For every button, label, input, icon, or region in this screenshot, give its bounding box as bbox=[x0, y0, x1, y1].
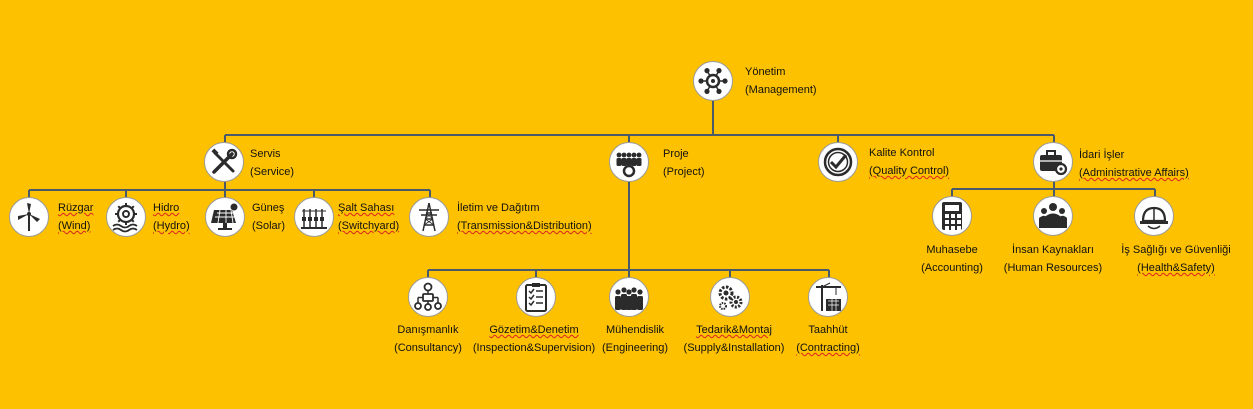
child-sub: (Transmission&Distribution) bbox=[457, 220, 592, 232]
child-sub: (Switchyard) bbox=[338, 220, 400, 232]
child-name: Taahhüt bbox=[808, 324, 848, 336]
briefcase-gear-icon-glyph bbox=[1040, 150, 1068, 176]
flow-diagram-icon-glyph bbox=[414, 282, 442, 311]
gear-network-icon bbox=[693, 61, 733, 101]
idari-sub: (Administrative Affairs) bbox=[1079, 167, 1189, 179]
project-child-label: Mühendislik (Engineering) bbox=[585, 321, 685, 357]
kalite-name: Kalite Kontrol bbox=[869, 147, 935, 159]
proje-label: Proje (Project) bbox=[663, 145, 705, 181]
child-sub: (Supply&Installation) bbox=[683, 342, 785, 354]
wrench-screwdriver-icon bbox=[204, 142, 244, 182]
proje-sub: (Project) bbox=[663, 166, 705, 178]
child-name: İletim ve Dağıtım bbox=[457, 202, 540, 214]
hard-hat-icon bbox=[1134, 196, 1174, 236]
construction-crane-icon bbox=[808, 277, 848, 317]
child-name: İnsan Kaynakları bbox=[1012, 244, 1094, 256]
child-name: Muhasebe bbox=[926, 244, 978, 256]
kalite-sub: (Quality Control) bbox=[869, 165, 950, 177]
child-sub: (Inspection&Supervision) bbox=[472, 342, 596, 354]
child-sub: (Contracting) bbox=[796, 342, 860, 354]
engineers-group-icon-glyph bbox=[615, 287, 643, 310]
child-name: Hidro bbox=[153, 202, 180, 214]
people-icon-glyph bbox=[1039, 203, 1067, 228]
engineers-group-icon bbox=[609, 277, 649, 317]
checklist-icon bbox=[516, 277, 556, 317]
child-name: Rüzgar bbox=[58, 202, 94, 214]
briefcase-gear-icon bbox=[1033, 142, 1073, 182]
project-child-label: Danışmanlık (Consultancy) bbox=[374, 321, 482, 357]
team-gear-icon-glyph bbox=[616, 152, 642, 178]
calculator-icon-glyph bbox=[942, 202, 962, 230]
switchyard-icon-glyph bbox=[301, 209, 327, 229]
idari-name: İdari İşler bbox=[1079, 149, 1125, 161]
child-sub: (Health&Safety) bbox=[1137, 262, 1215, 274]
gear-network-icon-glyph bbox=[698, 68, 728, 94]
servis-sub: (Service) bbox=[250, 166, 295, 178]
team-gear-icon bbox=[609, 142, 649, 182]
child-sub: (Engineering) bbox=[601, 342, 669, 354]
child-name: Danışmanlık bbox=[397, 324, 459, 336]
transmission-tower-icon bbox=[409, 197, 449, 237]
gears-icon-glyph bbox=[718, 285, 743, 310]
people-icon bbox=[1033, 196, 1073, 236]
hard-hat-icon-glyph bbox=[1140, 206, 1168, 230]
service-child-label: Güneş (Solar) bbox=[252, 199, 285, 235]
flow-diagram-icon bbox=[408, 277, 448, 317]
gears-icon bbox=[710, 277, 750, 317]
service-child-label: İletim ve Dağıtım (Transmission&Distribu… bbox=[457, 199, 592, 235]
kalite-label: Kalite Kontrol (Quality Control) bbox=[869, 144, 949, 180]
child-name: Güneş bbox=[252, 202, 285, 214]
project-child-label: Tedarik&Montaj (Supply&Installation) bbox=[676, 321, 792, 357]
wind-turbine-icon bbox=[9, 197, 49, 237]
water-wheel-icon bbox=[106, 197, 146, 237]
proje-name: Proje bbox=[663, 148, 689, 160]
calculator-icon bbox=[932, 196, 972, 236]
child-name: Tedarik&Montaj bbox=[696, 324, 772, 336]
admin-child-label: İş Sağlığı ve Güvenliği (Health&Safety) bbox=[1106, 241, 1246, 277]
child-name: Gözetim&Denetim bbox=[489, 324, 579, 336]
wrench-screwdriver-icon-glyph bbox=[211, 148, 238, 174]
child-sub: (Human Resources) bbox=[1003, 262, 1103, 274]
servis-name: Servis bbox=[250, 148, 281, 160]
child-sub: (Hydro) bbox=[153, 220, 190, 232]
idari-label: İdari İşler (Administrative Affairs) bbox=[1079, 146, 1189, 182]
solar-panel-icon-glyph bbox=[211, 203, 238, 230]
child-name: İş Sağlığı ve Güvenliği bbox=[1121, 244, 1231, 256]
checkmark-badge-icon bbox=[818, 142, 858, 182]
water-wheel-icon-glyph bbox=[112, 203, 138, 233]
switchyard-icon bbox=[294, 197, 334, 237]
checkmark-badge-icon-glyph bbox=[823, 147, 853, 177]
child-sub: (Wind) bbox=[58, 220, 91, 232]
wind-turbine-icon-glyph bbox=[18, 203, 40, 231]
project-child-label: Gözetim&Denetim (Inspection&Supervision) bbox=[470, 321, 598, 357]
service-child-label: Şalt Sahası (Switchyard) bbox=[338, 199, 399, 235]
construction-crane-icon-glyph bbox=[816, 282, 841, 311]
checklist-icon-glyph bbox=[525, 283, 547, 312]
root-label: Yönetim (Management) bbox=[745, 63, 817, 99]
child-sub: (Solar) bbox=[252, 220, 286, 232]
transmission-tower-icon-glyph bbox=[419, 202, 439, 232]
project-child-label: Taahhüt (Contracting) bbox=[788, 321, 868, 357]
root-sub: (Management) bbox=[745, 84, 817, 96]
service-child-label: Hidro (Hydro) bbox=[153, 199, 190, 235]
child-name: Mühendislik bbox=[605, 324, 665, 336]
solar-panel-icon bbox=[205, 197, 245, 237]
child-sub: (Consultancy) bbox=[394, 342, 462, 354]
servis-label: Servis (Service) bbox=[250, 145, 294, 181]
admin-child-label: İnsan Kaynakları (Human Resources) bbox=[995, 241, 1111, 277]
root-name: Yönetim bbox=[745, 66, 786, 78]
service-child-label: Rüzgar (Wind) bbox=[58, 199, 93, 235]
admin-child-label: Muhasebe (Accounting) bbox=[894, 241, 1010, 277]
child-name: Şalt Sahası bbox=[338, 202, 395, 214]
child-sub: (Accounting) bbox=[921, 262, 983, 274]
